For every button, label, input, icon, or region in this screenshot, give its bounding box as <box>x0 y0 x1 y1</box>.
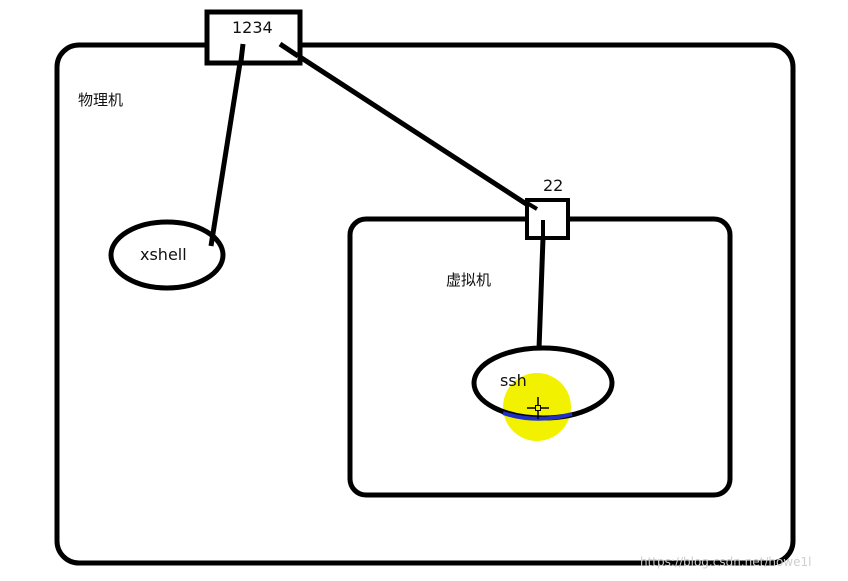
server-label: ssh <box>500 371 527 390</box>
virtual-machine-label: 虚拟机 <box>446 271 492 289</box>
connection-client-to-host-port <box>208 43 246 247</box>
connection-guest-port-to-server <box>536 237 546 350</box>
watermark: https://blog.csdn.net/howe1l <box>640 555 812 569</box>
connection-host-port-to-guest-port <box>278 41 536 212</box>
crosshair-cursor-icon <box>527 397 549 419</box>
client-label: xshell <box>140 245 187 264</box>
physical-machine-label: 物理机 <box>78 91 124 109</box>
client-node <box>108 219 226 291</box>
host-port-label: 1234 <box>232 18 273 37</box>
physical-machine-box <box>54 42 796 566</box>
host-port-box <box>204 9 303 66</box>
guest-port-label: 22 <box>543 176 564 195</box>
